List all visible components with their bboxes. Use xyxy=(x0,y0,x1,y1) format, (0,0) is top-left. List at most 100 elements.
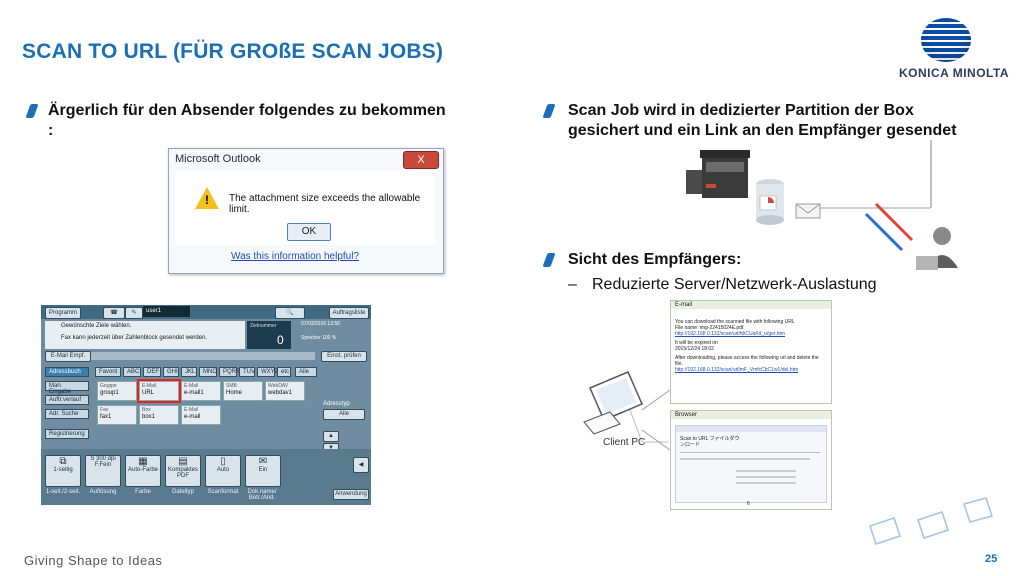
anwendung-button[interactable]: Anwendung xyxy=(333,489,369,500)
help-link[interactable]: Was this information helpful? xyxy=(231,251,360,262)
browser-page-number: 6 xyxy=(747,501,750,507)
index-tab[interactable]: ABC xyxy=(123,367,141,377)
right-bullet-1: Scan Job wird in dedizierter Partition d… xyxy=(568,102,957,139)
adresstyp-select[interactable]: Alle xyxy=(323,409,365,420)
button-label: Auto-Farbe xyxy=(127,467,158,473)
color-icon: ▦ xyxy=(138,456,148,467)
duplex-button[interactable]: ⧉1-seitig xyxy=(45,455,81,487)
email-line: It will be expired on xyxy=(675,340,718,346)
entry-name: webdav1 xyxy=(268,390,293,396)
footer-tagline: Giving Shape to Ideas xyxy=(24,553,163,568)
index-tab[interactable]: DEF xyxy=(143,367,161,377)
dialog-close-button[interactable]: X xyxy=(403,151,439,169)
sub-bullet-text: Reduzierte Server/Netzwerk-Auslastung xyxy=(592,276,877,293)
email-delete-link[interactable]: http://192.168.0.132/scan/url/mF_VmfcCbC… xyxy=(675,367,799,373)
button-label: Ein xyxy=(258,467,268,473)
browser-page-title: Scan to URL ファイルダウンロード xyxy=(680,436,740,448)
favorit-tab[interactable]: Favorit xyxy=(95,367,121,377)
entry-type: Gruppe xyxy=(100,383,117,389)
ok-button[interactable]: OK xyxy=(287,223,331,241)
page-icon: ▯ xyxy=(220,456,226,467)
logo-text: KONICA MINOLTA xyxy=(899,66,1010,80)
scanformat-button[interactable]: ▯Auto xyxy=(205,455,241,487)
warning-icon xyxy=(195,187,219,209)
dialog-body: ! The attachment size exceeds the allowa… xyxy=(175,171,435,245)
keyboard-icon xyxy=(583,411,621,435)
docname-button[interactable]: ✉Ein xyxy=(245,455,281,487)
scroll-up-button[interactable]: ▲ xyxy=(323,431,339,442)
screen xyxy=(596,378,636,414)
counter-box: Zielnummer 0 xyxy=(247,321,291,349)
filetype-button[interactable]: ▤Kompaktes PDF xyxy=(165,455,201,487)
index-tab[interactable]: MNO xyxy=(199,367,217,377)
einst-pruefen-button[interactable]: Einst. prüfen xyxy=(321,351,367,362)
button-caption: 1-seit./2-seit. xyxy=(45,489,81,495)
phone-button[interactable]: ☎ xyxy=(103,307,125,319)
email-line: File name: img-22415024E.pdf xyxy=(675,325,744,331)
programm-button[interactable]: Programm xyxy=(45,307,81,319)
auftragsliste-button[interactable]: Auftragsliste xyxy=(329,307,369,319)
email-line: You can download the scanned file with f… xyxy=(675,319,795,325)
datetime: 07/03/2016 13:50 xyxy=(301,321,340,327)
index-tab[interactable]: TUV xyxy=(239,367,255,377)
button-caption: Scanformat xyxy=(207,489,239,495)
button-label: S 300 dpi F.Fein xyxy=(90,456,116,468)
client-pc-illustration xyxy=(583,371,668,443)
email-empf-button[interactable]: E-Mail Empf. xyxy=(45,351,91,362)
user-person-icon xyxy=(916,227,958,270)
slide-title: SCAN TO URL (FÜR GROßE SCAN JOBS) xyxy=(22,40,444,63)
button-caption: Dok.name/ Betr./And. xyxy=(247,489,277,501)
menu-auftr-verlauf[interactable]: Auftr.verlauf xyxy=(45,395,89,405)
browser-content: Scan to URL ファイルダウンロード xyxy=(675,425,827,503)
entry-name: box1 xyxy=(142,414,156,420)
text-line xyxy=(736,482,796,484)
email-window: E-mail You can download the scanned file… xyxy=(670,300,832,404)
index-tab[interactable]: PQRS xyxy=(219,367,240,377)
index-tab[interactable]: WXYZ xyxy=(257,367,278,377)
entry-type: E-Mail xyxy=(142,383,157,389)
entry-type: Fax xyxy=(100,407,109,413)
pdf-icon: ▤ xyxy=(178,456,188,467)
prompt-box: Gewünschte Ziele wählen. Fax kann jederz… xyxy=(45,321,245,349)
index-tab[interactable]: Alle xyxy=(295,367,317,377)
pen-button[interactable]: ✎ xyxy=(125,307,143,319)
resolution-button[interactable]: S 300 dpi F.Fein xyxy=(85,455,121,487)
red-arrow xyxy=(874,202,914,242)
counter-label: Zielnummer xyxy=(250,323,277,329)
bullet-icon xyxy=(542,104,556,118)
user-field[interactable]: user1 xyxy=(143,306,190,317)
collapse-button[interactable]: ◀ xyxy=(353,457,369,473)
email-download-link[interactable]: http://192.168.0.132/scan/url/hbCUaKd_u/… xyxy=(675,331,786,337)
dialog-title: Microsoft Outlook xyxy=(175,153,261,165)
email-header: E-mail xyxy=(671,301,831,309)
search-button[interactable]: 🔍 xyxy=(275,307,305,319)
index-tab[interactable]: etc xyxy=(277,367,291,377)
color-button[interactable]: ▦Auto-Farbe xyxy=(125,455,161,487)
entry-type: Box xyxy=(142,407,151,413)
dialog-message: The attachment size exceeds the allowabl… xyxy=(229,193,421,215)
server-database-icon xyxy=(756,179,784,225)
index-tab[interactable]: JKL xyxy=(181,367,197,377)
copy-icon: ⧉ xyxy=(59,456,67,467)
entry-type: E-Mail xyxy=(184,407,199,413)
panel-top-bar xyxy=(41,305,371,319)
index-tab[interactable]: GHI xyxy=(163,367,179,377)
text-line xyxy=(736,470,796,472)
destination-field[interactable] xyxy=(91,352,315,360)
email-line: 2015/12/24 18:02 xyxy=(675,346,714,352)
menu-man-eingabe[interactable]: Man. Eingabe xyxy=(45,381,89,395)
button-caption: Farbe xyxy=(135,489,151,495)
envelope-icon xyxy=(795,203,821,219)
menu-adr-suche[interactable]: Adr. Suche xyxy=(45,409,89,419)
adressbuch-tab[interactable]: Adressbuch xyxy=(45,367,89,377)
menu-registrierung[interactable]: Registrierung xyxy=(45,429,89,439)
mail-icon: ✉ xyxy=(258,456,268,467)
